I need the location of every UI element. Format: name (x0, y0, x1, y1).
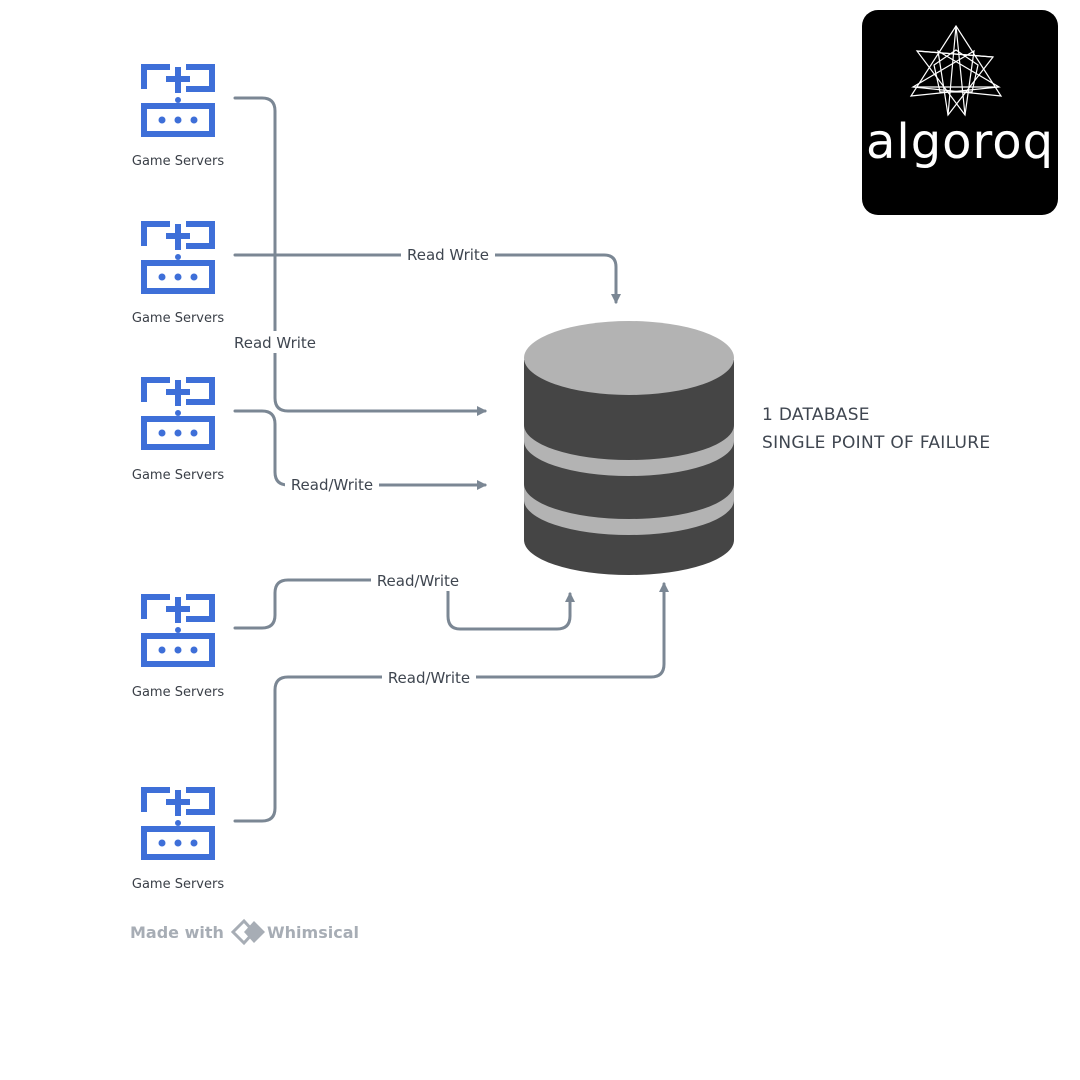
game-server-2: Game Servers (132, 224, 224, 326)
connector-server-2 (233, 253, 621, 304)
edge-label-server-5: Read/Write (388, 669, 470, 687)
game-server-icon (144, 67, 212, 134)
game-server-icon (144, 380, 212, 447)
database-caption-line-1: 1 DATABASE (762, 405, 870, 425)
game-server-5: Game Servers (132, 790, 224, 892)
star-polygon-icon (909, 24, 1003, 117)
whimsical-brand-text: Whimsical (267, 923, 359, 942)
made-with-footer[interactable]: Made with Whimsical (130, 918, 359, 946)
game-server-label: Game Servers (132, 311, 224, 326)
database-icon (524, 321, 734, 575)
game-server-label: Game Servers (132, 154, 224, 169)
edge-label-server-3: Read/Write (291, 476, 373, 494)
logo-background (862, 10, 1058, 215)
connector-server-5 (233, 582, 669, 823)
database-band-lower (524, 484, 734, 535)
whimsical-logo-icon (230, 918, 265, 946)
database-top (524, 321, 734, 395)
game-server-3: Game Servers (132, 380, 224, 483)
game-server-label: Game Servers (132, 877, 224, 892)
database-caption-line-2: SINGLE POINT OF FAILURE (762, 433, 990, 453)
algoroq-logo: algoroq (862, 10, 1058, 215)
edge-label-server-4: Read/Write (377, 572, 459, 590)
database-band-upper (524, 425, 734, 476)
game-server-icon (144, 597, 212, 664)
edge-labels: Read Write Read Write Read/Write Read/Wr… (228, 244, 495, 688)
game-server-label: Game Servers (132, 468, 224, 483)
game-server-4: Game Servers (132, 597, 224, 700)
game-server-label: Game Servers (132, 685, 224, 700)
game-server-icon (144, 790, 212, 857)
made-with-text: Made with (130, 923, 224, 942)
connector-server-3 (233, 409, 487, 490)
edge-label-server-2: Read Write (407, 246, 489, 264)
connectors (233, 96, 669, 823)
logo-wordmark: algoroq (866, 114, 1054, 170)
game-server-1: Game Servers (132, 67, 224, 169)
game-server-icon (144, 224, 212, 291)
edge-label-server-1: Read Write (234, 334, 316, 352)
